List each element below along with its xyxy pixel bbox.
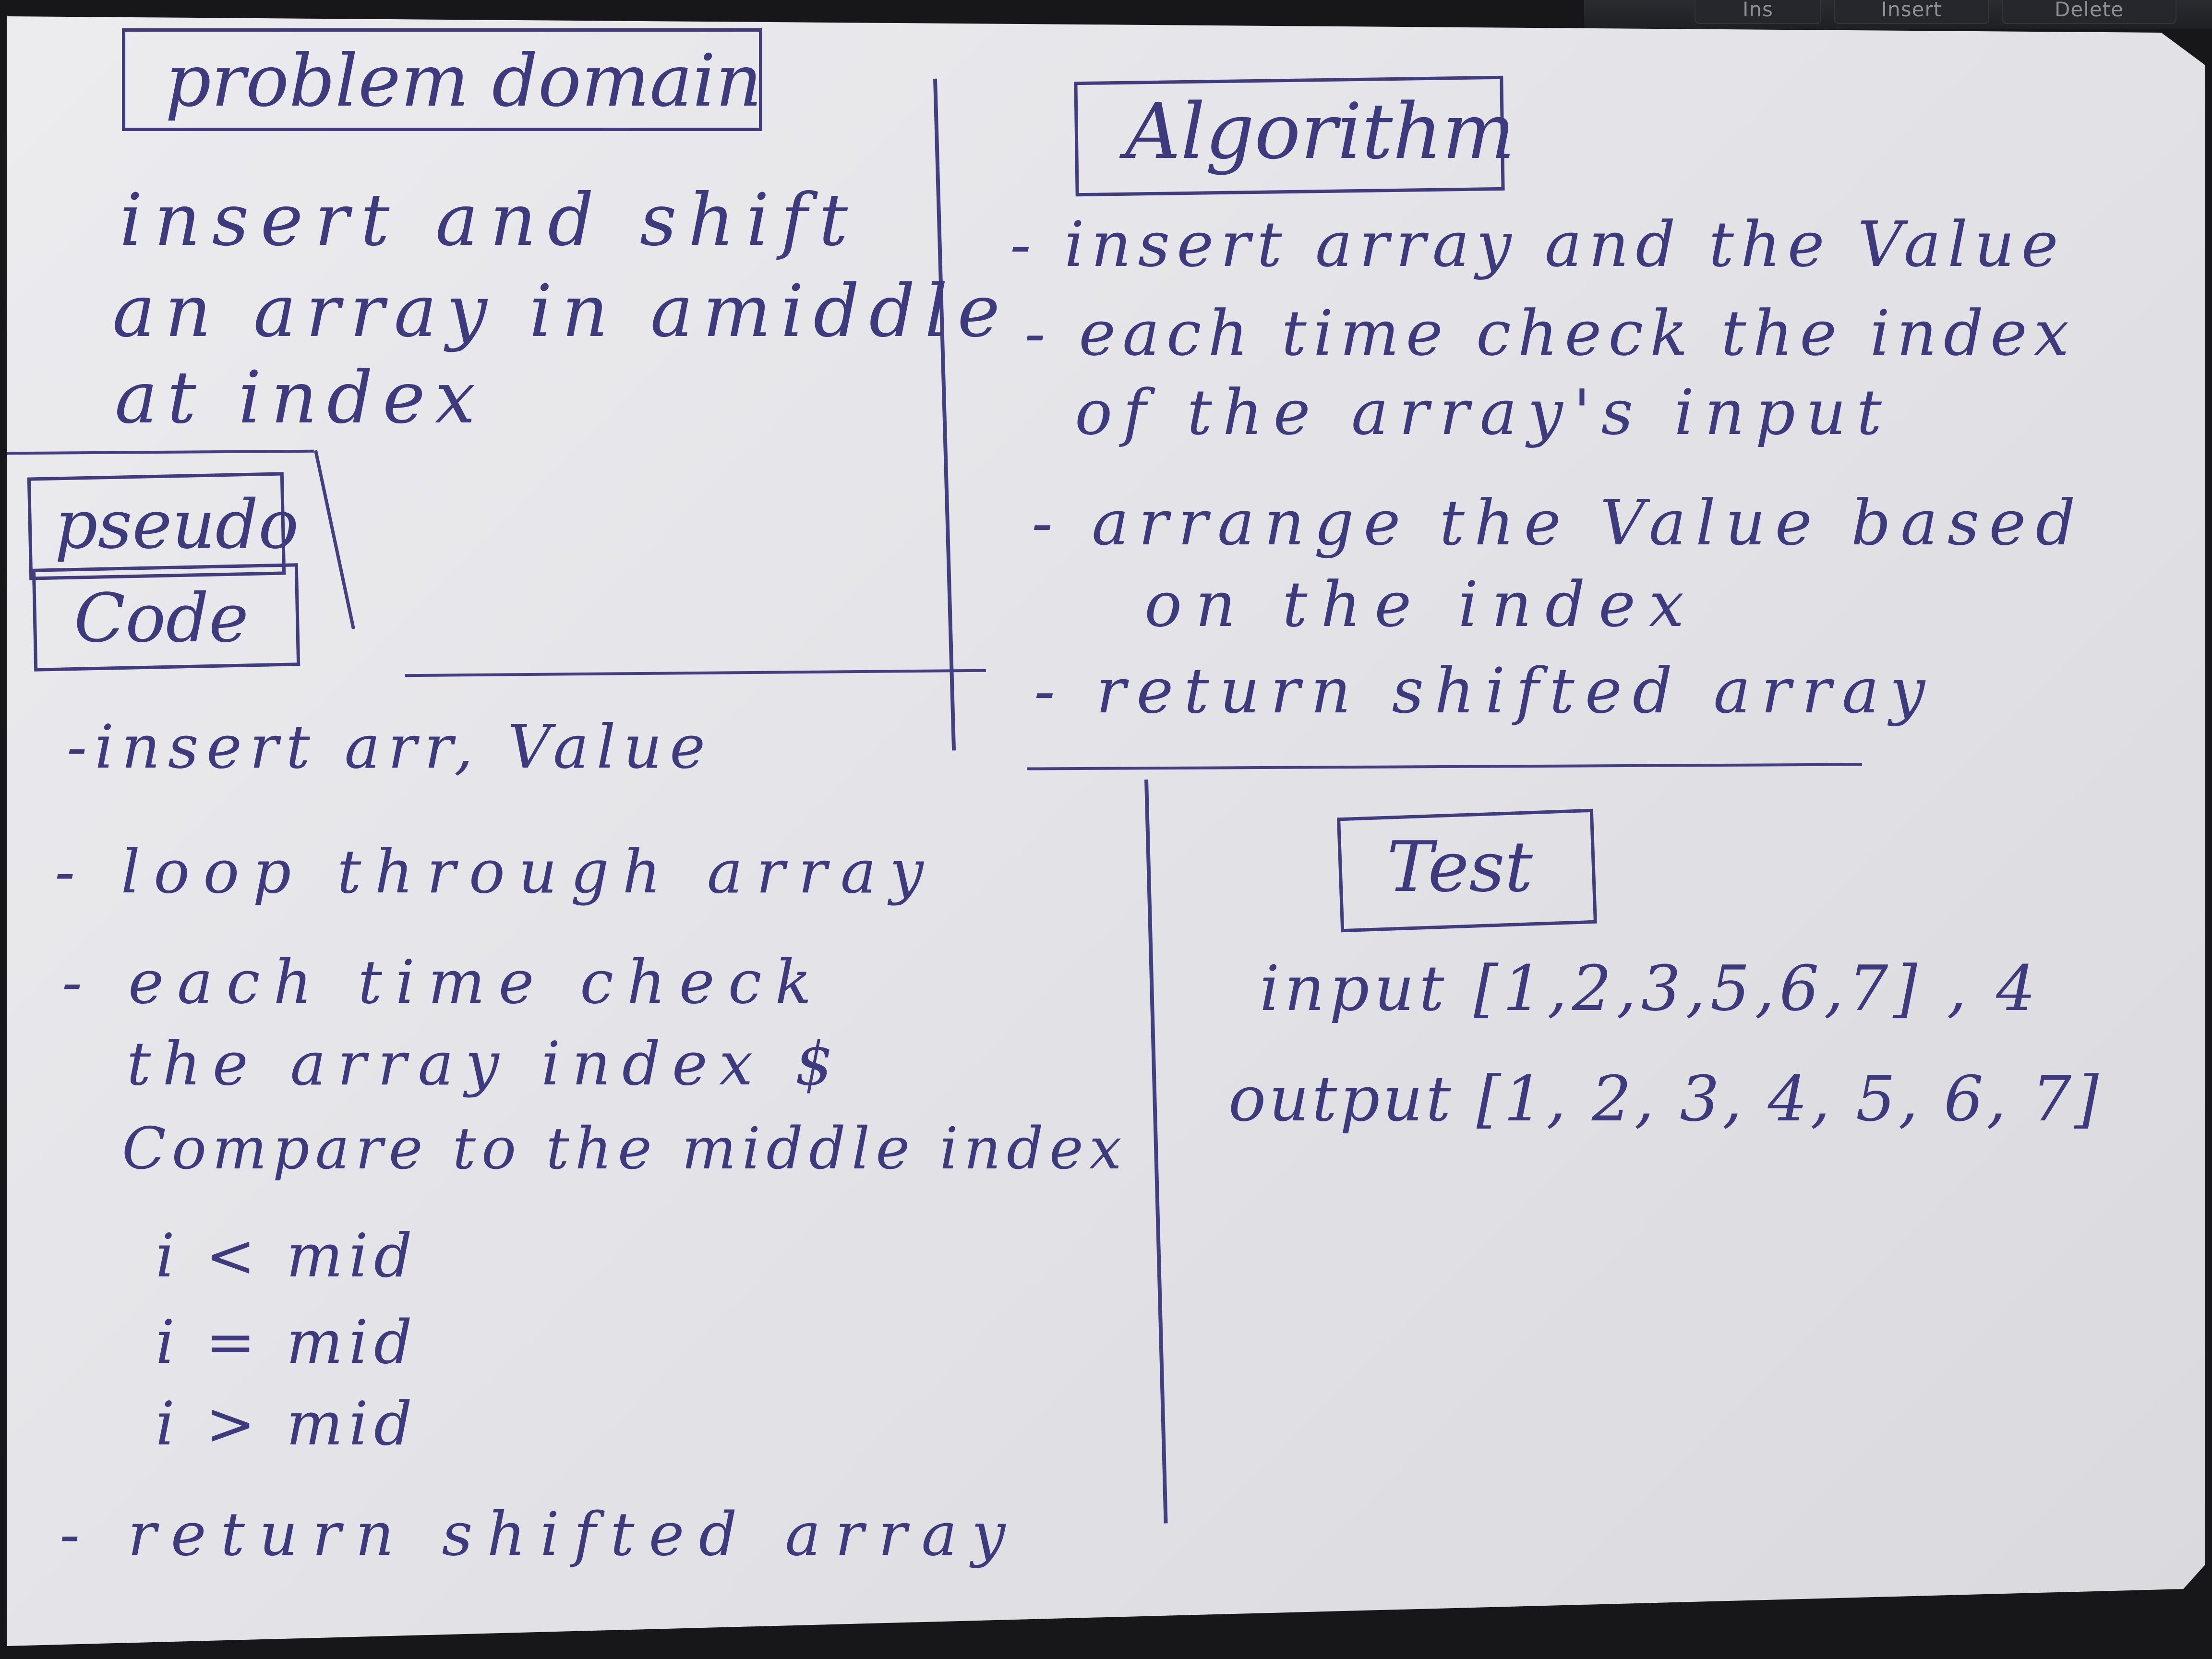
pseudocode-line: i < mid: [156, 1221, 418, 1291]
vertical-divider-bottom: [1144, 779, 1168, 1524]
test-output-line: output [1, 2, 3, 4, 5, 6, 7]: [1228, 1062, 2102, 1135]
paper-sheet: problem domain insert and shift an array…: [7, 16, 2205, 1646]
keyboard-key-label: Delete: [2055, 0, 2124, 21]
pseudocode-heading: pseudo: [55, 486, 299, 564]
horizontal-divider-left: [7, 449, 314, 455]
pseudocode-bracket: [314, 450, 355, 629]
keyboard-key-label: Ins: [1743, 0, 1773, 21]
test-heading: Test: [1387, 827, 1533, 908]
pseudocode-line: the array index $: [127, 1029, 845, 1099]
algorithm-line: - return shifted array: [1034, 654, 1936, 727]
pseudocode-line: -insert arr, Value: [67, 712, 713, 782]
keyboard-key: Ins: [1695, 0, 1821, 24]
horizontal-divider-middle: [405, 669, 986, 677]
problem-domain-line: an array in amiddle: [112, 270, 1010, 353]
keyboard-edge: Ins Insert Delete: [1584, 0, 2212, 29]
problem-domain-heading-box: [122, 28, 762, 131]
pseudocode-line: - each time check: [62, 948, 825, 1017]
horizontal-divider-right: [1026, 763, 1863, 770]
problem-domain-line: at index: [115, 356, 485, 440]
algorithm-line: - arrange the Value based: [1032, 486, 2085, 559]
keyboard-key: Insert: [1834, 0, 1989, 24]
vertical-divider-top: [933, 78, 956, 751]
algorithm-heading: Algorithm: [1125, 86, 1515, 176]
algorithm-line: on the index: [1144, 568, 1698, 641]
pseudocode-line: - loop through array: [55, 837, 937, 907]
pseudocode-line: i > mid: [156, 1389, 418, 1459]
keyboard-key: Delete: [2002, 0, 2176, 24]
algorithm-line: of the array's input: [1075, 376, 1892, 449]
keyboard-key-label: Insert: [1881, 0, 1942, 21]
test-input-line: input [1,2,3,5,6,7] , 4: [1260, 952, 2041, 1025]
problem-domain-heading: problem domain: [165, 39, 762, 123]
algorithm-line: - each time check the index: [1024, 297, 2076, 370]
pseudocode-line: - return shifted array: [60, 1500, 1020, 1569]
problem-domain-line: insert and shift: [120, 179, 860, 262]
pseudocode-line: Compare to the middle index: [122, 1116, 1128, 1182]
pseudocode-heading: Code: [74, 579, 249, 658]
algorithm-line: - insert array and the Value: [1010, 208, 2065, 281]
pseudocode-line: i = mid: [156, 1308, 418, 1377]
